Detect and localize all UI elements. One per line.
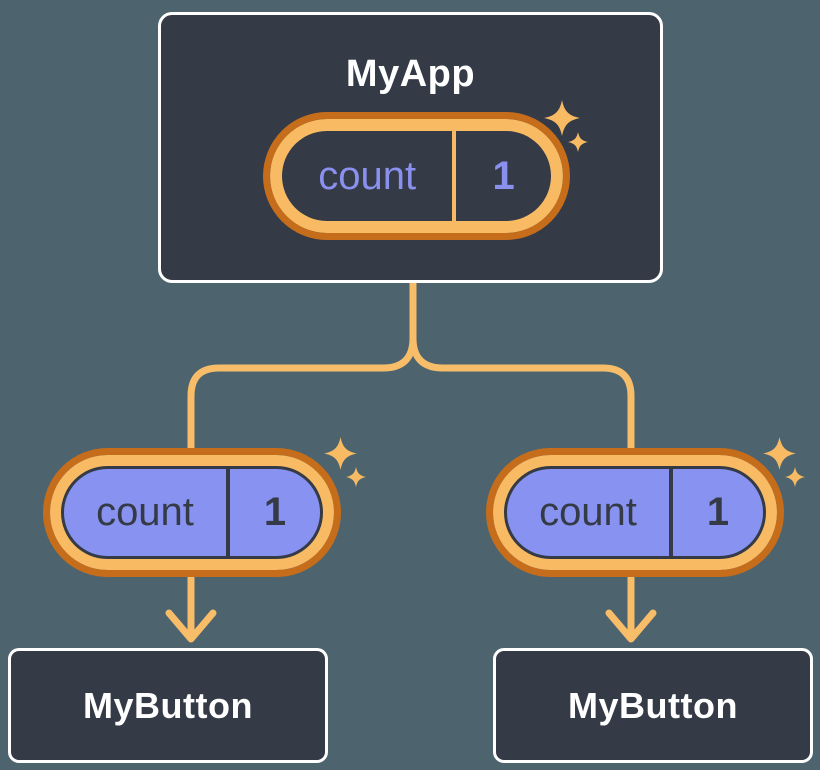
sparkle-icon (324, 437, 357, 470)
pill-divider (452, 131, 457, 221)
branch-right-line (409, 270, 635, 640)
arrowhead-right-icon (605, 609, 657, 643)
child-prop-pill-right: count 1 (486, 448, 784, 577)
sparkle-icon (346, 467, 366, 487)
child-component-box-left: MyButton (8, 648, 328, 763)
prop-name-label: count (96, 490, 194, 534)
sparkle-icon (763, 437, 796, 470)
arrowhead-left-icon (165, 609, 217, 643)
child-prop-pill-left: count 1 (43, 448, 341, 577)
pill-divider (226, 469, 230, 556)
root-state-pill: count 1 (263, 112, 570, 240)
pill-divider (669, 469, 673, 556)
state-value-label: 1 (492, 153, 515, 198)
prop-value-label: 1 (706, 490, 730, 534)
prop-value-label: 1 (263, 490, 287, 534)
state-name-label: count (318, 153, 417, 198)
prop-name-label: count (539, 490, 637, 534)
sparkle-icon (785, 467, 805, 487)
sparkle-icon (544, 100, 580, 136)
sparkle-icon (568, 132, 588, 152)
root-component-title: MyApp (345, 53, 476, 95)
child-component-box-right: MyButton (493, 648, 813, 763)
